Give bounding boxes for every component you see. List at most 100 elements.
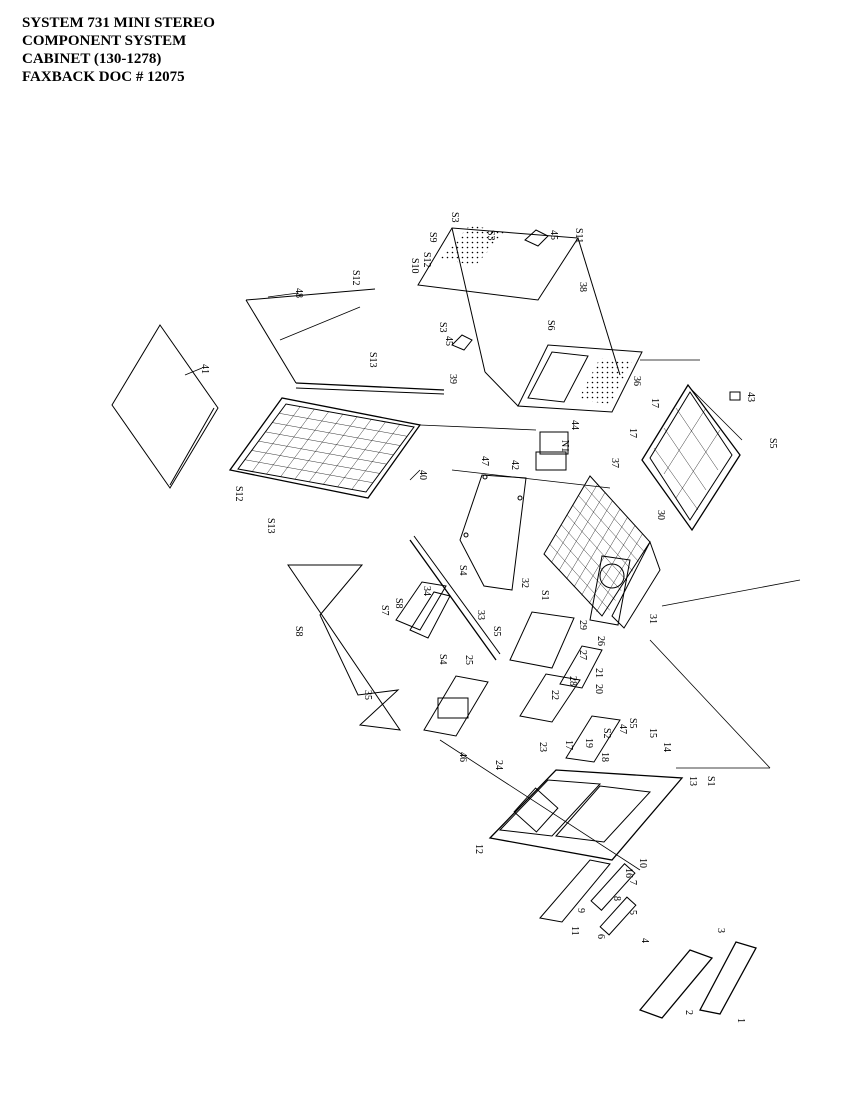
- label-s10: S10: [409, 258, 420, 274]
- label-42: 42: [509, 460, 520, 470]
- mesh-line: [551, 484, 598, 563]
- document-header: SYSTEM 731 MINI STEREO COMPONENT SYSTEM …: [22, 14, 215, 86]
- header-title-line: SYSTEM 731 MINI STEREO: [22, 15, 215, 31]
- label-s8-a: S8: [393, 598, 404, 609]
- label-21: 21: [593, 668, 604, 678]
- label-47-b: 47: [617, 724, 628, 734]
- label-44: 44: [569, 420, 580, 430]
- label-33: 33: [475, 610, 486, 620]
- label-s5-b: S5: [491, 626, 502, 637]
- label-40: 40: [417, 470, 428, 480]
- mesh-line: [351, 424, 400, 490]
- label-43: 43: [745, 392, 756, 402]
- label-13: 13: [687, 776, 698, 786]
- label-s8-b: S8: [293, 626, 304, 637]
- label-28: 28: [567, 676, 578, 686]
- label-48: 48: [293, 288, 304, 298]
- label-s11: S11: [573, 228, 584, 243]
- label-36: 36: [631, 376, 642, 386]
- label-s5-a: S5: [767, 438, 778, 449]
- label-47: 47: [479, 456, 490, 466]
- rear-cabinet-36-38: [417, 225, 643, 413]
- label-5: 5: [627, 910, 638, 915]
- mesh-line: [265, 431, 394, 456]
- front-panel-11: [539, 859, 611, 923]
- label-41: 41: [199, 364, 210, 374]
- label-n1: N1: [559, 440, 570, 452]
- label-s3-a: S3: [485, 230, 496, 241]
- header-part-number-line: CABINET (130-1278): [22, 51, 162, 67]
- label-6: 6: [595, 934, 606, 939]
- base-panel-35: [287, 564, 402, 731]
- board-assembly-22-29: [509, 611, 621, 763]
- mesh-line: [258, 440, 387, 465]
- label-s13-b: S13: [265, 518, 276, 534]
- label-s2: S2: [601, 728, 612, 739]
- label-1: 1: [735, 1018, 746, 1023]
- label-38: 38: [577, 282, 588, 292]
- label-39: 39: [447, 374, 458, 384]
- label-s12-a: S12: [421, 252, 432, 268]
- label-10: 10: [637, 858, 648, 868]
- label-23: 23: [537, 742, 548, 752]
- button-set-3-10: [590, 863, 637, 936]
- mesh-line: [244, 459, 373, 483]
- label-37: 37: [609, 458, 620, 468]
- mesh-line: [566, 500, 613, 579]
- label-17-c: 17: [563, 740, 574, 750]
- label-24: 24: [493, 760, 504, 770]
- mesh-line: [272, 422, 401, 446]
- label-19: 19: [583, 738, 594, 748]
- header-doc-number-line: FAXBACK DOC # 12075: [22, 69, 185, 85]
- label-s12-b: S12: [350, 270, 361, 286]
- label-12: 12: [473, 844, 484, 854]
- label-45-top: 45: [548, 230, 559, 240]
- label-18: 18: [599, 752, 610, 762]
- mesh-line: [279, 413, 408, 437]
- header-subtitle-line: COMPONENT SYSTEM: [22, 33, 187, 49]
- block-44: [535, 431, 569, 471]
- label-s6: S6: [545, 320, 556, 331]
- label-s7: S7: [379, 605, 390, 616]
- leader-lines: [419, 359, 801, 871]
- mesh-line: [280, 411, 329, 477]
- label-9: 9: [575, 908, 586, 913]
- cd-panel-32: [459, 474, 527, 591]
- label-29: 29: [577, 620, 588, 630]
- label-s12-c: S12: [233, 486, 244, 502]
- label-s4-b: S4: [437, 654, 448, 665]
- front-bezel-1-2: [638, 941, 757, 1019]
- bracket-45: [451, 229, 549, 351]
- label-46: 46: [457, 752, 468, 762]
- label-45-mid: 45: [443, 336, 454, 346]
- label-11: 11: [569, 926, 580, 936]
- side-rod-48: [245, 288, 376, 384]
- label-7: 7: [627, 880, 638, 885]
- label-4: 4: [639, 938, 650, 943]
- label-16: 16: [623, 868, 634, 878]
- label-31: 31: [647, 614, 658, 624]
- label-25: 25: [463, 655, 474, 665]
- label-34: 34: [421, 586, 432, 596]
- label-s4-a: S4: [457, 565, 468, 576]
- label-8: 8: [611, 896, 622, 901]
- label-14: 14: [661, 742, 672, 752]
- label-30: 30: [655, 510, 666, 520]
- mesh-line: [308, 416, 358, 482]
- mesh-line: [266, 408, 315, 475]
- rail-33: [409, 535, 501, 661]
- label-3: 3: [715, 928, 726, 933]
- label-27: 27: [577, 650, 588, 660]
- label-22: 22: [549, 690, 560, 700]
- deck-25: [423, 675, 489, 737]
- label-s9: S9: [427, 232, 438, 243]
- mesh-line: [337, 421, 386, 488]
- label-2: 2: [683, 1010, 694, 1015]
- mesh-line: [596, 533, 643, 612]
- label-s1-b: S1: [705, 776, 716, 787]
- label-26: 26: [595, 636, 606, 646]
- side-bar-39: [295, 382, 445, 395]
- label-s3-b: S3: [449, 212, 460, 223]
- label-s3-c: S3: [437, 322, 448, 333]
